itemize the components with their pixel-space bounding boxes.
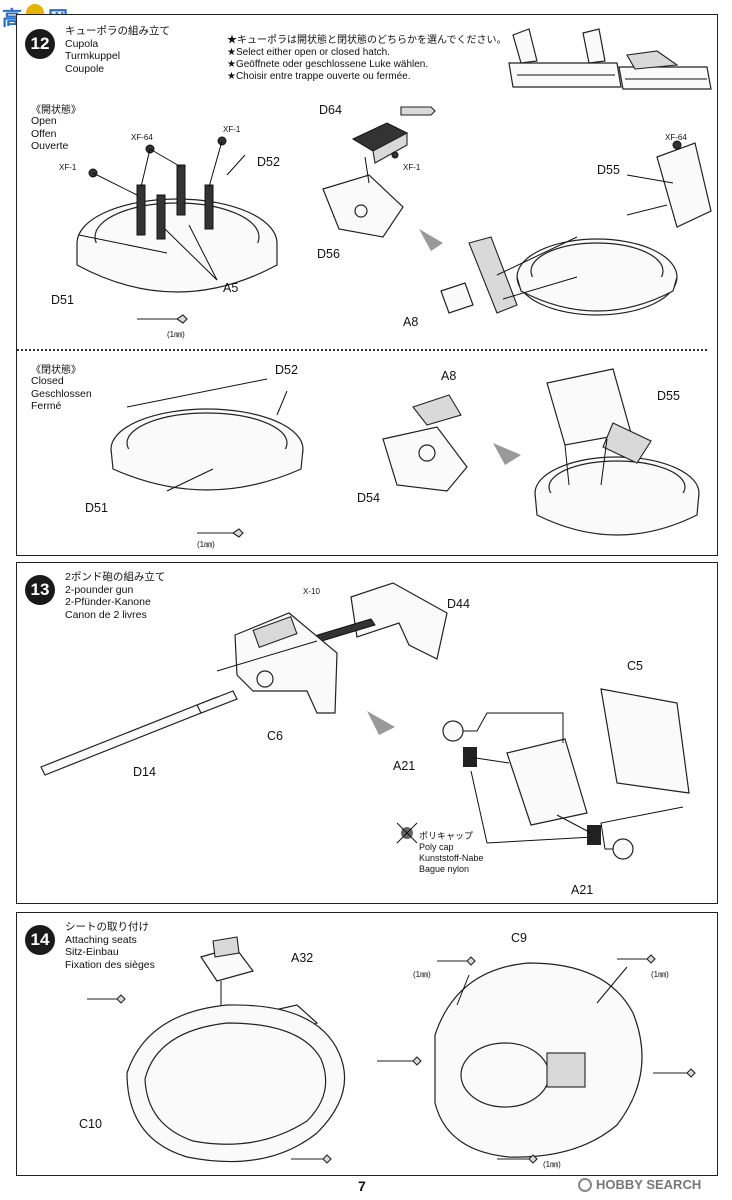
polycap-fr: Bague nylon	[419, 864, 470, 874]
label-c6: C6	[267, 729, 283, 743]
step-12-note-fr: ★Choisir entre trappe ouverte ou fermée.	[227, 71, 411, 82]
step-14-title-jp: シートの取り付け	[65, 921, 149, 933]
closed-hatch-thumbnail	[618, 50, 712, 90]
step-12-note: ★キューポラは開状態と閉状態のどちらかを選んでください。 ★Select eit…	[227, 35, 507, 83]
label-open-de: Offen	[31, 127, 57, 140]
polycap-jp: ポリキャップ	[419, 831, 474, 841]
step-12-number: 12	[25, 29, 55, 59]
step-14-title-en: Attaching seats	[65, 933, 137, 946]
step-12-note-en: ★Select either open or closed hatch.	[227, 47, 390, 58]
label-mm-closed: (1㎜)	[197, 540, 215, 549]
label-d56: D56	[317, 247, 340, 261]
label-a8-open: A8	[403, 315, 419, 329]
polycap-note: ポリキャップ Poly cap Kunststoff-Nabe Bague ny…	[419, 831, 483, 875]
label-xf1-a: XF-1	[223, 125, 241, 134]
step-13-panel: 13 2ポンド砲の組み立て 2-pounder gun 2-Pfünder-Ka…	[16, 562, 718, 904]
cupola-assembly-open-right	[440, 140, 712, 316]
label-a5: A5	[223, 281, 239, 295]
page-number: 7	[358, 1178, 366, 1194]
step-13-drawings	[40, 582, 690, 860]
label-mm-a: (1㎜)	[413, 970, 431, 979]
label-d51-open: D51	[51, 293, 74, 307]
label-c5: C5	[627, 659, 643, 673]
label-d51-closed: D51	[85, 501, 108, 515]
label-a21-b: A21	[571, 883, 594, 897]
label-xf64-b: XF-64	[665, 133, 687, 142]
label-c10: C10	[79, 1117, 102, 1131]
step-13-title-en: 2-pounder gun	[65, 583, 134, 596]
label-xf64-a: XF-64	[131, 133, 153, 142]
step-14-title-fr: Fixation des sièges	[65, 958, 155, 971]
label-closed-jp: 《閉状態》	[31, 365, 81, 376]
label-c9: C9	[511, 931, 527, 945]
label-closed-de: Geschlossen	[31, 387, 92, 400]
label-a32: A32	[291, 951, 314, 965]
step-12-title-jp: キューポラの組み立て	[65, 25, 170, 37]
step-14-title: シートの取り付け Attaching seats Sitz-Einbau Fix…	[65, 921, 155, 971]
step-12-title-en: Cupola	[65, 37, 99, 50]
step-12-title-de: Turmkuppel	[65, 50, 121, 62]
polycap-de: Kunststoff-Nabe	[419, 853, 484, 863]
hobby-search-gear-icon	[578, 1178, 592, 1192]
step-12-drawings	[76, 28, 712, 538]
hobby-search-text: HOBBY SEARCH	[596, 1177, 702, 1192]
label-closed-en: Closed	[31, 375, 64, 387]
label-a21-a: A21	[393, 759, 416, 773]
label-closed: Closed Geschlossen Fermé	[31, 375, 92, 413]
label-mm-b: (1㎜)	[651, 970, 669, 979]
label-mm-open: (1㎜)	[167, 330, 185, 339]
step-14-drawings	[87, 936, 696, 1164]
step-13-title: 2ポンド砲の組み立て 2-pounder gun 2-Pfünder-Kanon…	[65, 571, 165, 621]
step-12-title: キューポラの組み立て Cupola Turmkuppel Coupole	[65, 25, 170, 75]
label-open-fr: Ouverte	[31, 140, 69, 152]
label-d55-closed: D55	[657, 389, 680, 403]
step-14-title-de: Sitz-Einbau	[65, 946, 119, 958]
step-13-title-jp: 2ポンド砲の組み立て	[65, 571, 166, 583]
cupola-ring-open	[76, 136, 278, 324]
label-open-jp: 《開状態》	[31, 105, 81, 116]
label-open: Open Offen Ouverte	[31, 115, 68, 153]
label-d44: D44	[447, 597, 470, 611]
step-12-note-jp: ★キューポラは開状態と閉状態のどちらかを選んでください。	[227, 35, 507, 46]
hatch-assembly-d64	[322, 106, 443, 251]
cupola-ring-closed	[110, 378, 304, 538]
label-d52-open: D52	[257, 155, 280, 169]
label-d52-closed: D52	[275, 363, 298, 377]
label-closed-fr: Fermé	[31, 400, 62, 412]
open-closed-separator	[17, 349, 707, 351]
step-13-title-de: 2-Pfünder-Kanone	[65, 596, 151, 608]
label-d14: D14	[133, 765, 156, 779]
step-14-number: 14	[25, 925, 55, 955]
label-d64: D64	[319, 103, 342, 117]
step-14-panel: 14 シートの取り付け Attaching seats Sitz-Einbau …	[16, 912, 718, 1176]
hatch-assembly-d54	[382, 394, 521, 492]
step-12-panel: 12 キューポラの組み立て Cupola Turmkuppel Coupole …	[16, 14, 718, 556]
step-12-note-de: ★Geöffnete oder geschlossene Luke wählen…	[227, 59, 429, 70]
label-xf1-c: XF-1	[403, 163, 421, 172]
label-x10: X-10	[303, 587, 320, 596]
label-d55-open: D55	[597, 163, 620, 177]
polycap-icon	[396, 822, 418, 844]
step-13-number: 13	[25, 575, 55, 605]
polycap-en: Poly cap	[419, 842, 454, 852]
step-12-title-fr: Coupole	[65, 62, 105, 75]
label-open-en: Open	[31, 115, 57, 127]
label-xf1-b: XF-1	[59, 163, 77, 172]
cupola-assembly-closed-right	[534, 368, 700, 536]
label-d54: D54	[357, 491, 380, 505]
label-mm-c: (1㎜)	[543, 1160, 561, 1169]
open-hatch-thumbnail	[508, 28, 622, 88]
step-13-title-fr: Canon de 2 livres	[65, 608, 147, 621]
label-a8-closed: A8	[441, 369, 457, 383]
